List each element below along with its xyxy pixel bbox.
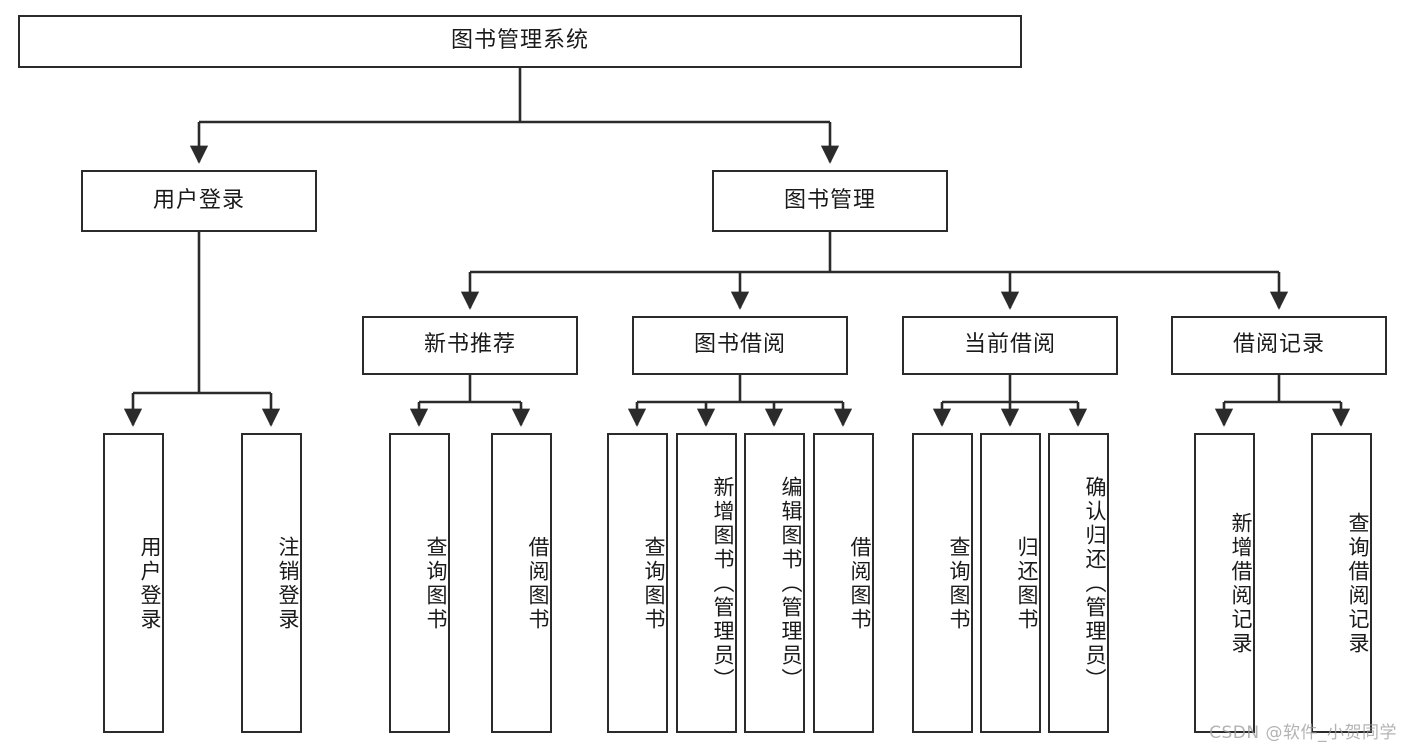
node-leaf-confirm-return-admin-label: 确认归还（管理员）: [1083, 476, 1107, 692]
node-leaf-query-book-nbr[interactable]: 查询图书: [389, 433, 450, 733]
node-leaf-return-book-label: 归还图书: [1015, 536, 1039, 632]
node-leaf-add-borrow-record-label: 新增借阅记录: [1229, 512, 1253, 656]
node-leaf-query-book-bb[interactable]: 查询图书: [607, 433, 668, 733]
node-leaf-add-book-admin[interactable]: 新增图书（管理员）: [676, 433, 737, 733]
watermark-text: CSDN @软件_小贺同学: [1209, 723, 1397, 743]
node-current-borrow[interactable]: 当前借阅: [902, 316, 1118, 375]
node-current-borrow-label: 当前借阅: [963, 332, 1056, 358]
node-leaf-logout-label: 注销登录: [276, 536, 300, 632]
node-leaf-edit-book-admin-label: 编辑图书（管理员）: [779, 476, 803, 692]
node-book-management-label: 图书管理: [783, 187, 876, 213]
node-user-login[interactable]: 用户登录: [81, 170, 317, 232]
node-borrow-record[interactable]: 借阅记录: [1171, 316, 1387, 375]
node-leaf-borrow-book-nbr-label: 借阅图书: [526, 536, 550, 632]
node-user-login-label: 用户登录: [152, 187, 245, 213]
node-leaf-query-book-bb-label: 查询图书: [642, 536, 666, 632]
node-leaf-borrow-book-nbr[interactable]: 借阅图书: [491, 433, 552, 733]
node-leaf-borrow-book-bb-label: 借阅图书: [848, 536, 872, 632]
node-new-book-recommend-label: 新书推荐: [423, 332, 516, 358]
node-new-book-recommend[interactable]: 新书推荐: [362, 316, 578, 375]
node-leaf-confirm-return-admin[interactable]: 确认归还（管理员）: [1048, 433, 1109, 733]
node-root-system[interactable]: 图书管理系统: [18, 15, 1022, 68]
node-leaf-query-book-cb-label: 查询图书: [947, 536, 971, 632]
node-leaf-return-book[interactable]: 归还图书: [980, 433, 1041, 733]
node-borrow-record-label: 借阅记录: [1232, 332, 1325, 358]
node-root-label: 图书管理系统: [450, 28, 589, 54]
node-leaf-edit-book-admin[interactable]: 编辑图书（管理员）: [744, 433, 805, 733]
node-book-borrow[interactable]: 图书借阅: [632, 316, 848, 375]
node-leaf-user-login-label: 用户登录: [138, 536, 162, 632]
node-leaf-query-borrow-record[interactable]: 查询借阅记录: [1311, 433, 1372, 733]
node-leaf-query-borrow-record-label: 查询借阅记录: [1346, 512, 1370, 656]
node-book-borrow-label: 图书借阅: [693, 332, 786, 358]
node-book-management[interactable]: 图书管理: [712, 170, 948, 232]
node-leaf-borrow-book-bb[interactable]: 借阅图书: [813, 433, 874, 733]
node-leaf-logout[interactable]: 注销登录: [241, 433, 302, 733]
node-leaf-query-book-nbr-label: 查询图书: [424, 536, 448, 632]
node-leaf-query-book-cb[interactable]: 查询图书: [912, 433, 973, 733]
node-leaf-add-borrow-record[interactable]: 新增借阅记录: [1194, 433, 1255, 733]
node-leaf-add-book-admin-label: 新增图书（管理员）: [711, 476, 735, 692]
node-leaf-user-login[interactable]: 用户登录: [103, 433, 164, 733]
